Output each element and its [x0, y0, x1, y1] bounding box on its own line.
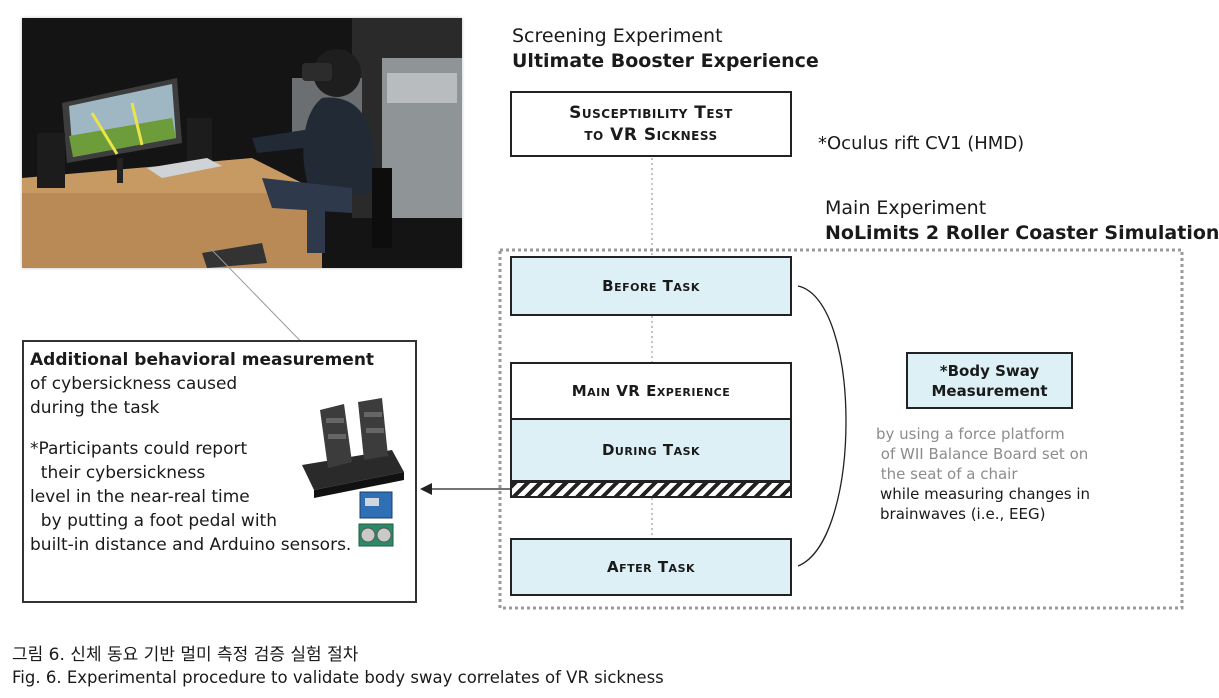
hatched-task-bar [510, 481, 792, 498]
caption-korean: 그림 6. 신체 동요 기반 멀미 측정 검증 실험 절차 [12, 645, 359, 665]
sway-desc-1: by using a force platform [876, 425, 1065, 443]
main-vr-experience-box: Main VR Experience [510, 362, 792, 420]
body-sway-box: *Body Sway Measurement [906, 352, 1073, 409]
susceptibility-test-box: Susceptibility Test to VR Sickness [510, 91, 792, 157]
panel-line-5: level in the near-real time [30, 487, 250, 507]
screening-name: Ultimate Booster Experience [512, 50, 819, 72]
sway-desc-4: while measuring changes in [880, 485, 1091, 503]
main-experiment-name: NoLimits 2 Roller Coaster Simulation [825, 222, 1219, 244]
panel-title: Additional behavioral measurement [30, 350, 375, 370]
arduino-sensor-icon [358, 491, 394, 547]
screening-label: Screening Experiment [512, 25, 723, 47]
experiment-photo [22, 18, 462, 268]
panel-line-6: by putting a foot pedal with [30, 511, 277, 531]
sway-desc-3: the seat of a chair [876, 465, 1018, 483]
body-sway-title-1: *Body Sway [939, 361, 1040, 380]
during-task-box: During Task [510, 420, 792, 482]
panel-line-7: built-in distance and Arduino sensors. [30, 535, 352, 555]
susceptibility-line-1: Susceptibility Test [569, 103, 733, 123]
foot-pedal-icon [302, 398, 404, 498]
behavioral-measurement-panel: Additional behavioral measurement of cyb… [22, 340, 417, 603]
panel-line-2: during the task [30, 398, 160, 418]
panel-line-3: *Participants could report [30, 439, 248, 459]
sway-desc-5: brainwaves (i.e., EEG) [880, 505, 1046, 523]
before-task-box: Before Task [510, 256, 792, 316]
susceptibility-line-2: to VR Sickness [584, 125, 718, 145]
caption-english: Fig. 6. Experimental procedure to valida… [12, 668, 664, 687]
oculus-note: *Oculus rift CV1 (HMD) [818, 133, 1025, 154]
panel-line-1: of cybersickness caused [30, 374, 238, 394]
panel-line-4: their cybersickness [30, 463, 206, 483]
main-experiment-label: Main Experiment [825, 197, 987, 219]
after-task-box: After Task [510, 538, 792, 596]
body-sway-title-2: Measurement [931, 381, 1048, 400]
sway-desc-2: of WII Balance Board set on [876, 445, 1089, 463]
